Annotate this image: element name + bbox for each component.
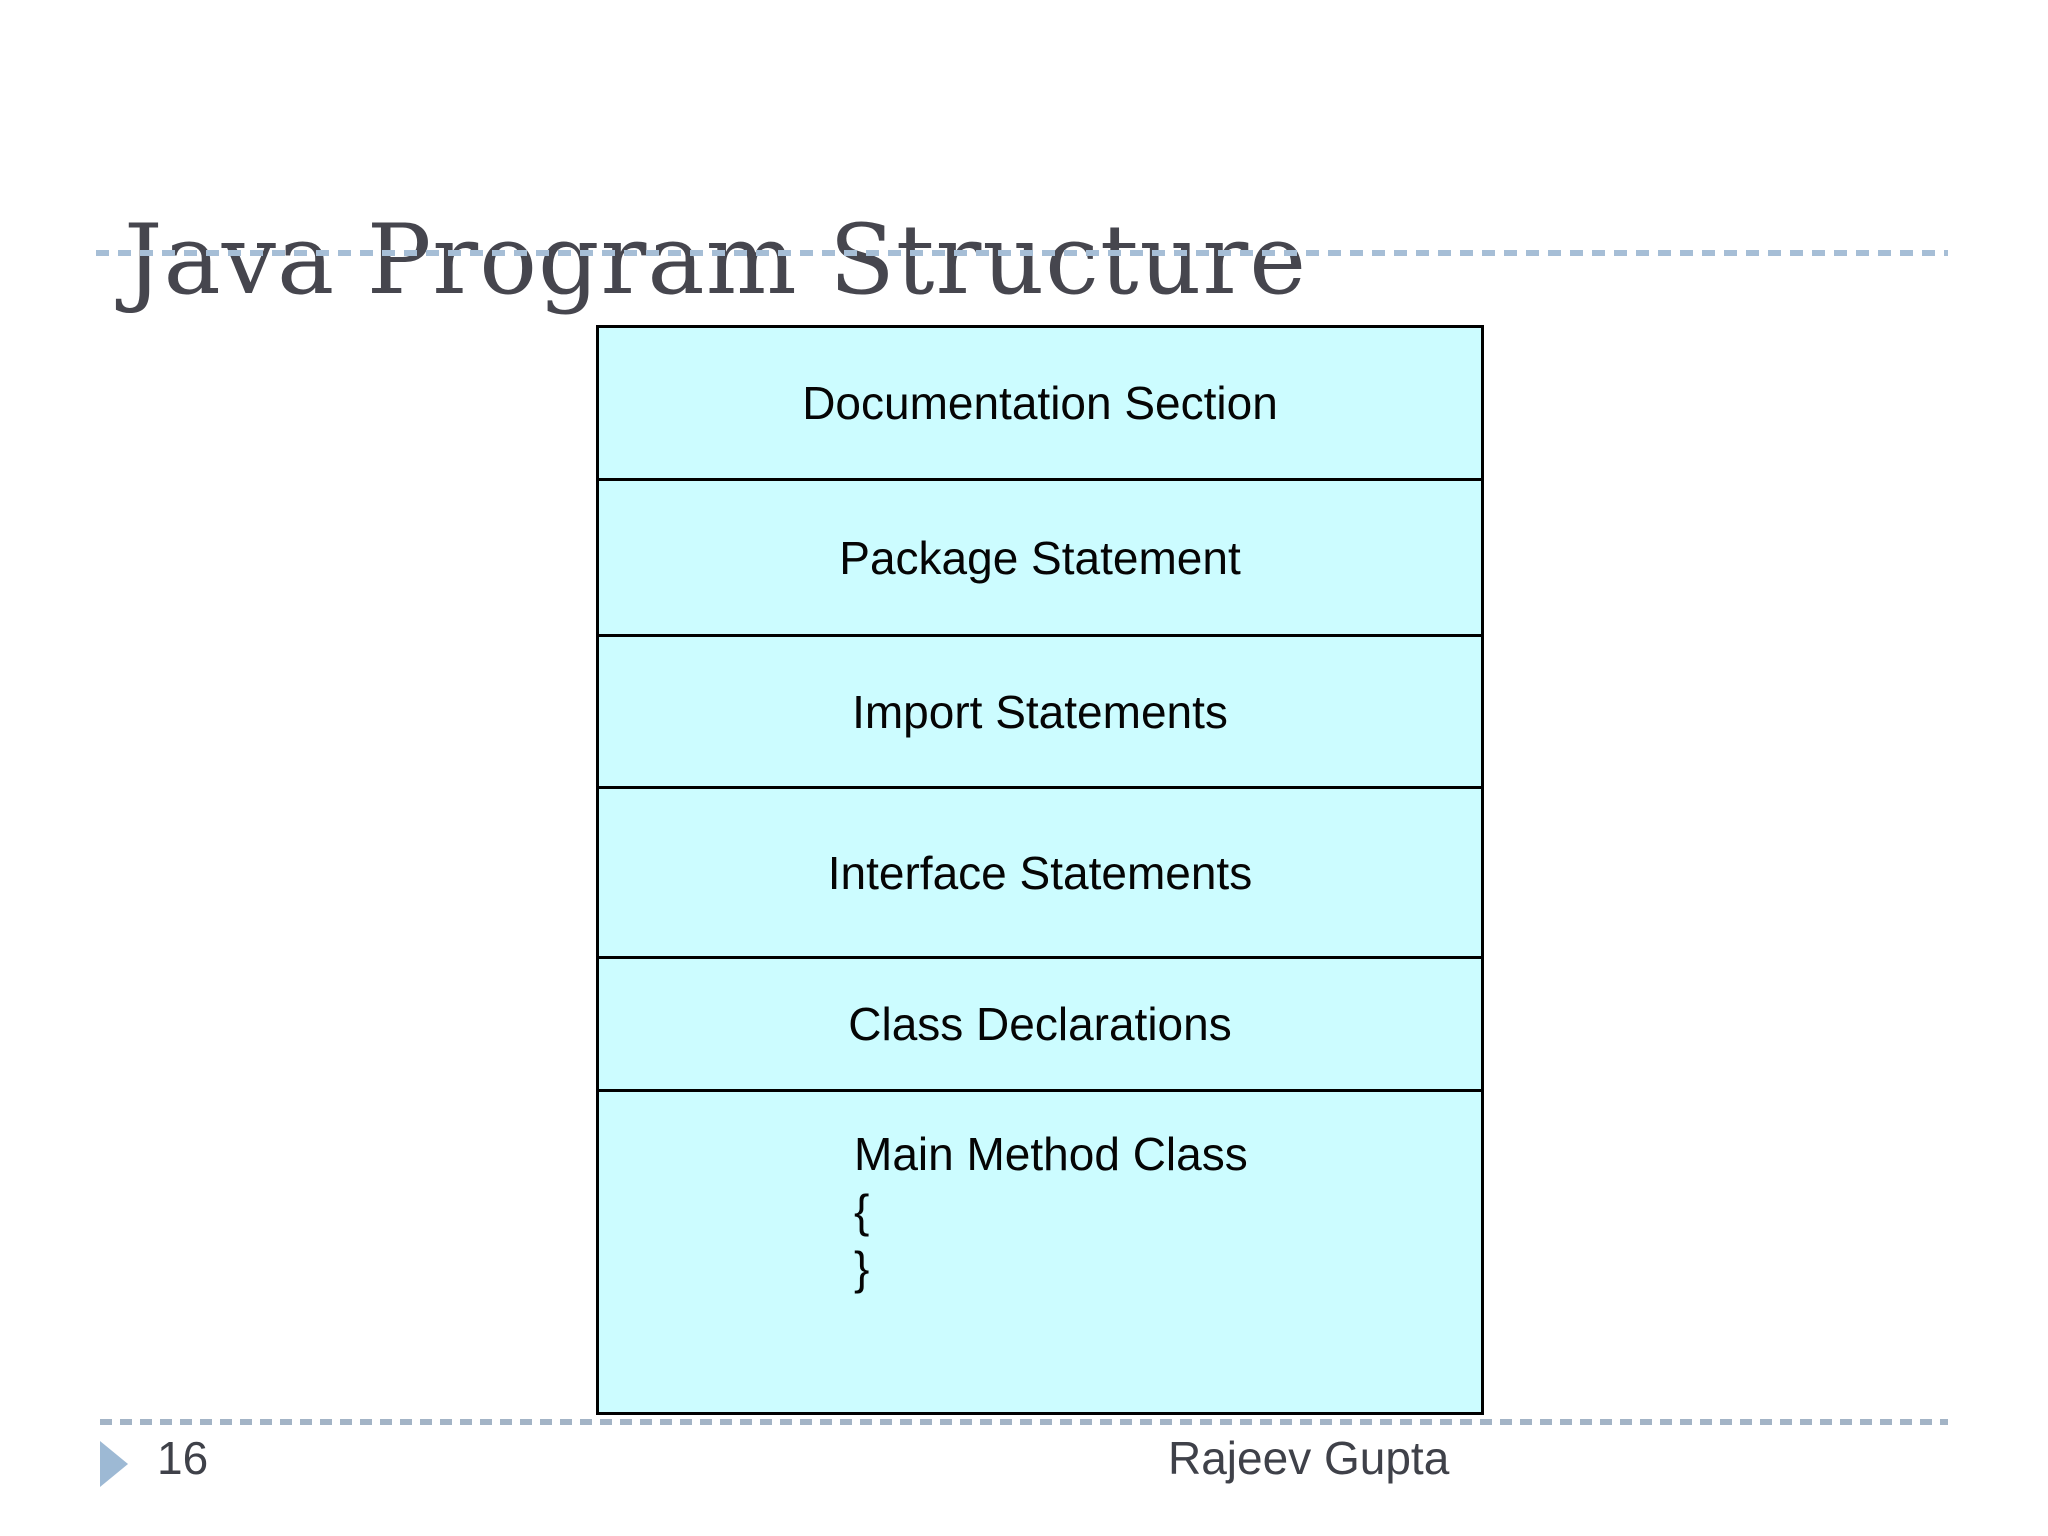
diagram-box-documentation-section: Documentation Section: [599, 328, 1481, 481]
page-marker-triangle-icon: [100, 1441, 128, 1487]
footer-author: Rajeev Gupta: [1168, 1432, 1450, 1484]
diagram-box-label: Package Statement: [839, 531, 1241, 584]
program-structure-diagram: Documentation Section Package Statement …: [596, 325, 1484, 1415]
close-brace-text: }: [854, 1242, 870, 1294]
diagram-box-main-method-class: Main Method Class { }: [599, 1092, 1481, 1412]
diagram-box-package-statement: Package Statement: [599, 481, 1481, 637]
diagram-box-label: Interface Statements: [827, 846, 1253, 899]
footer-dashed-divider: [100, 1419, 1948, 1425]
diagram-box-interface-statements: Interface Statements: [599, 789, 1481, 959]
page-title: Java Program Structure: [124, 204, 1308, 317]
diagram-box-class-declarations: Class Declarations: [599, 959, 1481, 1092]
page-number: 16: [157, 1432, 209, 1484]
diagram-box-label: Import Statements: [852, 685, 1228, 738]
diagram-box-label: Main Method Class: [854, 1128, 1248, 1180]
open-brace-text: {: [854, 1185, 870, 1237]
diagram-box-label: Class Declarations: [848, 998, 1232, 1050]
diagram-box-label: Documentation Section: [802, 377, 1278, 429]
title-dashed-divider: [96, 250, 1948, 256]
diagram-box-import-statements: Import Statements: [599, 637, 1481, 789]
